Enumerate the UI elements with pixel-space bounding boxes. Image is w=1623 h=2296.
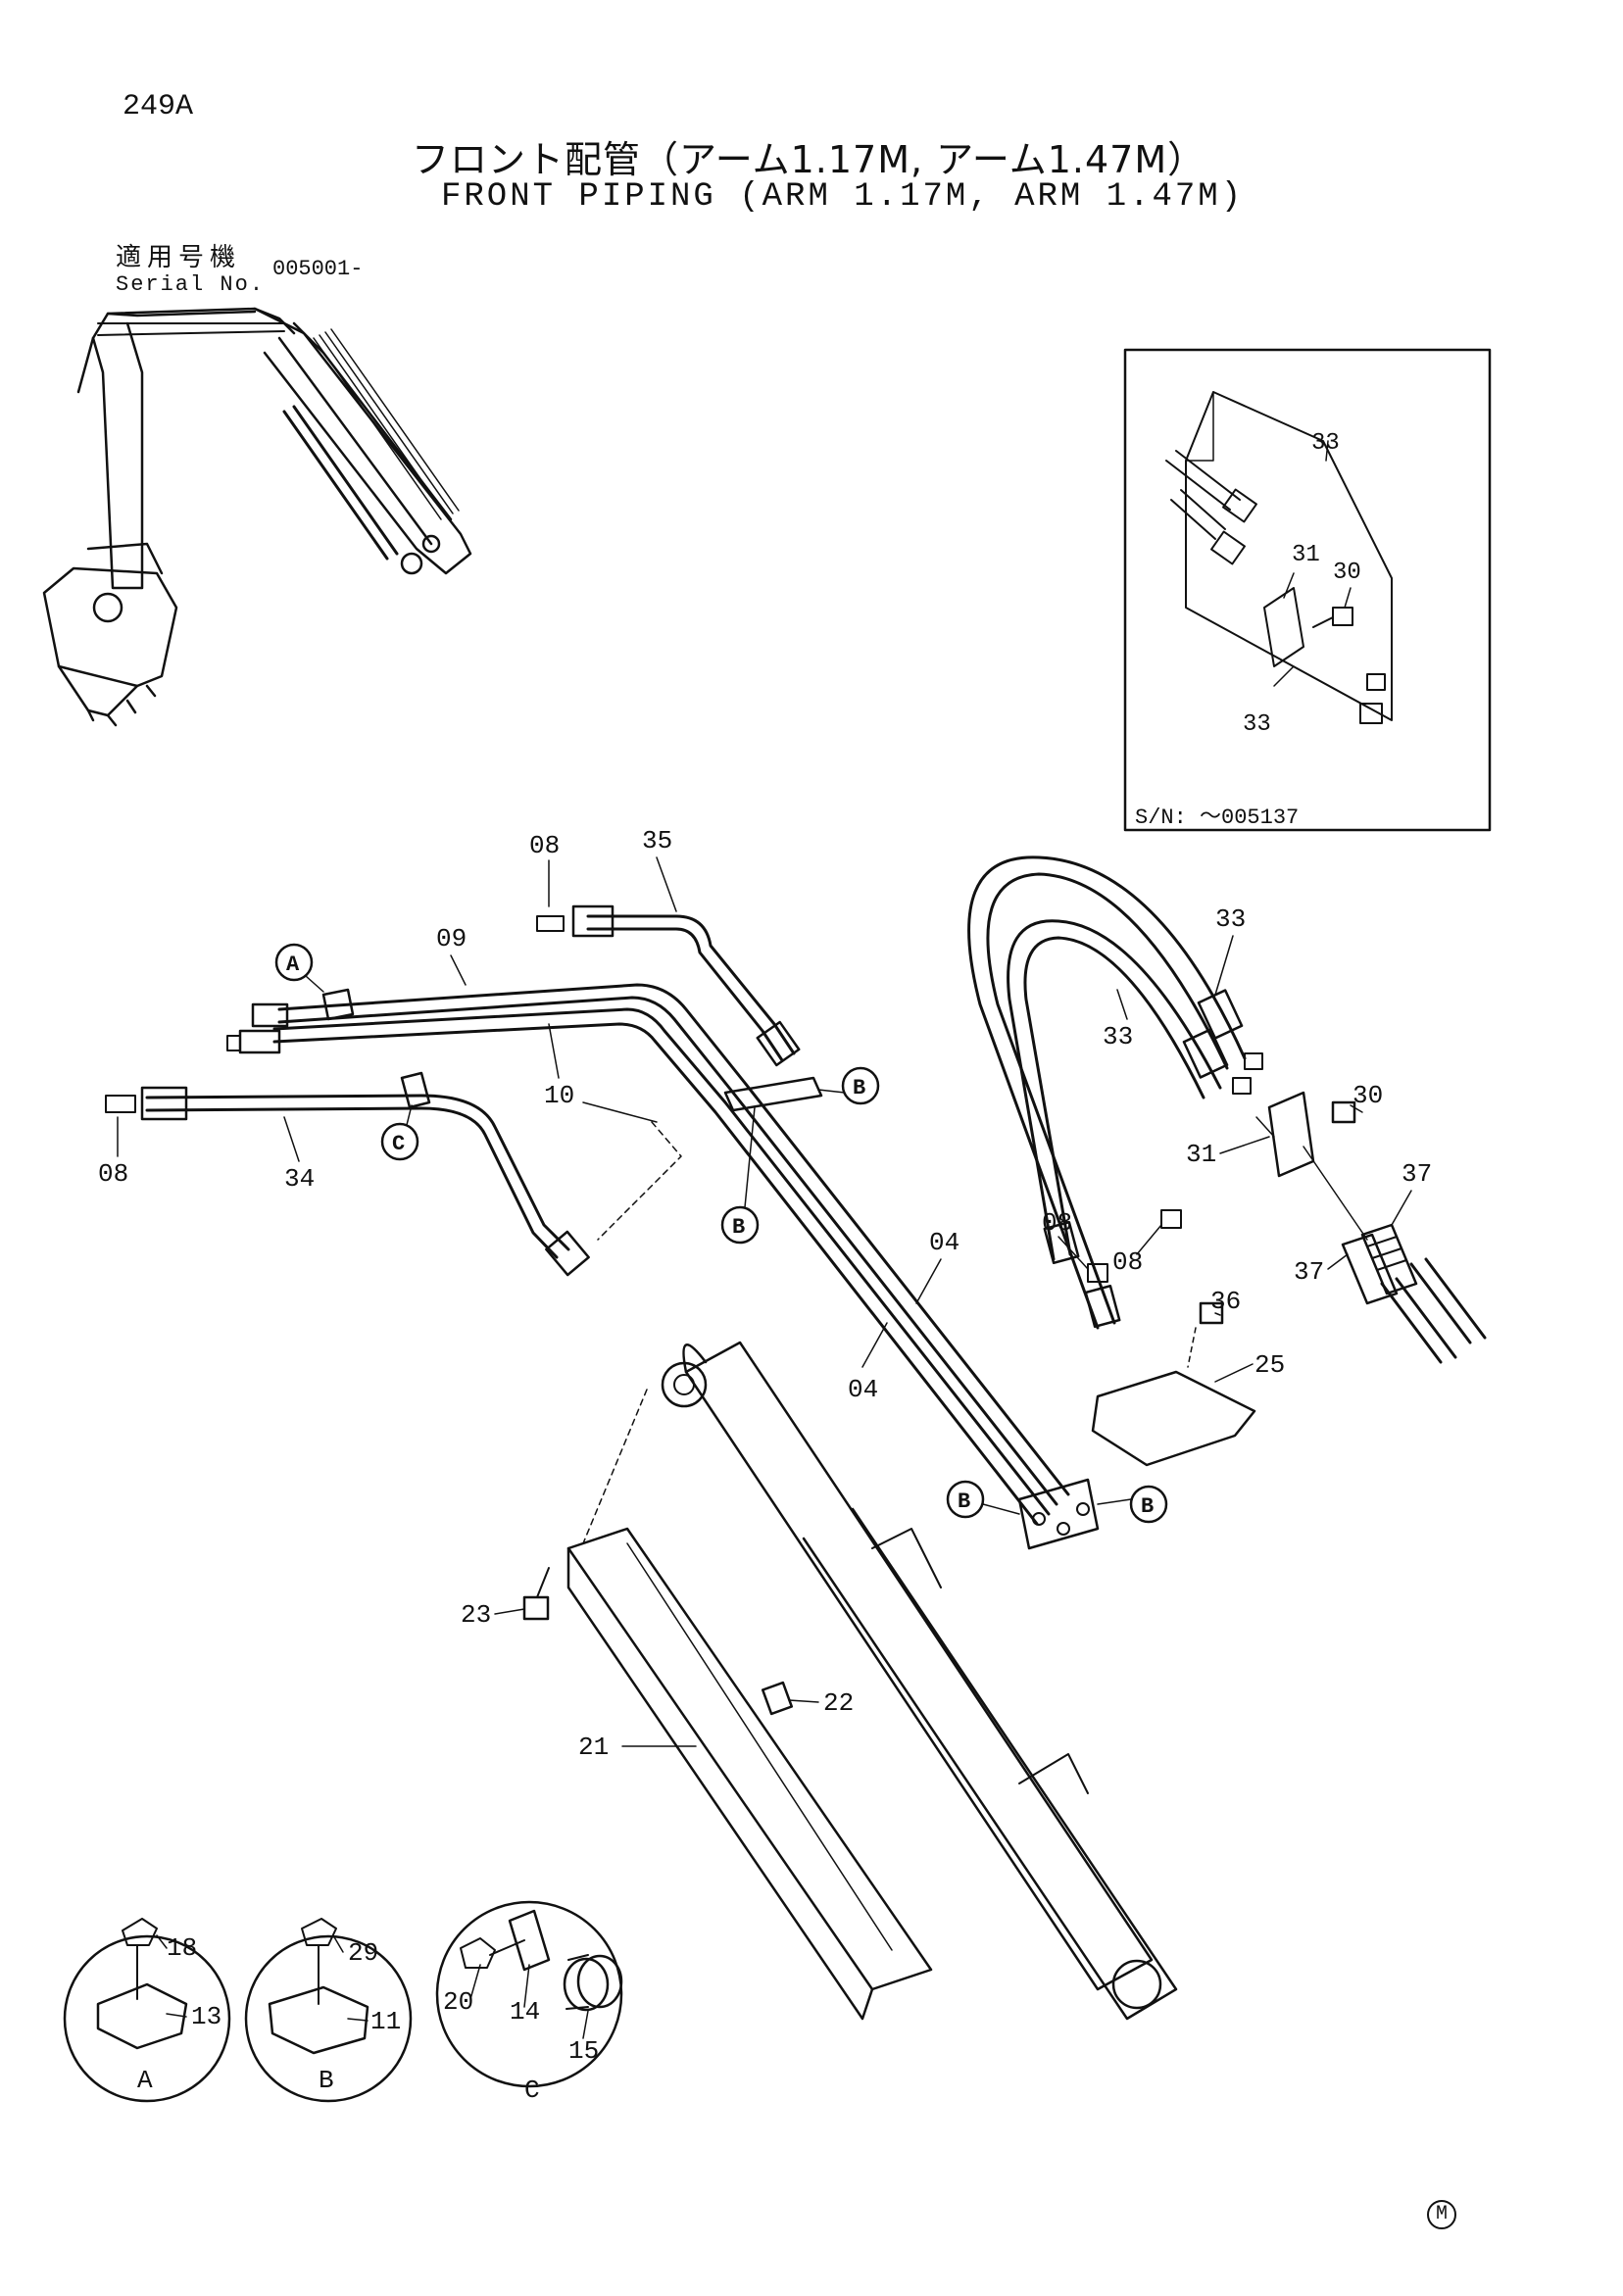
title-english: FRONT PIPING (ARM 1.17M, ARM 1.47M) xyxy=(441,178,1245,216)
label-37-a: 37 xyxy=(1402,1159,1432,1189)
serial-value: 005001- xyxy=(272,257,364,281)
inset-frame xyxy=(1123,348,1492,832)
label-04-b: 04 xyxy=(848,1375,878,1404)
detail-circle-a xyxy=(63,1934,231,2103)
part-labels: 08 35 09 10 08 34 33 33 30 31 37 37 08 0… xyxy=(98,826,1432,2105)
label-20: 20 xyxy=(443,1987,473,2017)
label-33-b: 33 xyxy=(1103,1022,1133,1051)
label-08-c: 08 xyxy=(1042,1208,1072,1238)
label-18: 18 xyxy=(167,1933,197,1963)
callout-b-circle-4 xyxy=(1129,1485,1168,1524)
inset-detail: 33 31 30 33 xyxy=(1123,348,1492,832)
label-37-b: 37 xyxy=(1294,1257,1324,1287)
label-35: 35 xyxy=(642,826,672,855)
serial-label-english: Serial No. xyxy=(116,272,266,297)
fitting-35 xyxy=(571,904,615,938)
detail-views xyxy=(63,1900,623,2103)
excavator-overview xyxy=(42,307,472,727)
inset-label-30: 30 xyxy=(1333,560,1361,586)
label-10: 10 xyxy=(544,1081,574,1110)
inset-label-33-bottom: 33 xyxy=(1243,711,1271,738)
detail-label-a: A xyxy=(137,2066,153,2095)
callout-b-circle-3 xyxy=(946,1480,985,1519)
fitting-34 xyxy=(140,1086,188,1121)
callout-a-circle xyxy=(274,943,314,982)
inset-label-33-top: 33 xyxy=(1311,430,1340,457)
callout-c-circle xyxy=(380,1122,419,1161)
callout-markers xyxy=(274,943,1168,1524)
fitting-08-left xyxy=(105,1095,136,1113)
callout-b-4: B xyxy=(1141,1494,1154,1519)
label-11: 11 xyxy=(370,2007,401,2036)
detail-circle-b xyxy=(244,1934,413,2103)
footer-mark: M xyxy=(1427,2200,1456,2229)
label-29: 29 xyxy=(348,1938,378,1968)
label-15: 15 xyxy=(568,2036,599,2066)
label-30: 30 xyxy=(1352,1081,1383,1110)
inset-serial-note: S/N: ～005137 xyxy=(1135,806,1300,830)
inset-label-31: 31 xyxy=(1292,542,1320,568)
pipe-assembly xyxy=(105,855,1487,1550)
callout-b-1: B xyxy=(853,1076,865,1100)
label-31: 31 xyxy=(1186,1140,1216,1169)
callout-a: A xyxy=(286,953,300,977)
callout-c: C xyxy=(392,1132,405,1156)
title-japanese: フロント配管（アーム1.17M, アーム1.47M） xyxy=(412,138,1206,181)
detail-label-b: B xyxy=(319,2066,334,2095)
label-22: 22 xyxy=(823,1688,854,1718)
detail-label-c: C xyxy=(524,2076,540,2105)
callout-b-3: B xyxy=(958,1490,970,1514)
fitting-08-top xyxy=(536,915,565,932)
serial-label-japanese: 適用号機 xyxy=(116,243,242,272)
callout-b-circle-2 xyxy=(720,1205,760,1245)
label-08-top: 08 xyxy=(529,831,560,860)
label-34: 34 xyxy=(284,1164,315,1194)
label-33-a: 33 xyxy=(1215,904,1246,934)
label-13: 13 xyxy=(191,2002,221,2031)
label-04-a: 04 xyxy=(929,1228,959,1257)
callout-letters: A C B B B B xyxy=(286,953,1154,1519)
label-36: 36 xyxy=(1210,1287,1241,1316)
cylinder-assembly xyxy=(522,1341,1178,2021)
label-08-left: 08 xyxy=(98,1159,128,1189)
label-23: 23 xyxy=(461,1600,491,1630)
callout-b-circle-1 xyxy=(841,1066,880,1105)
leader-lines xyxy=(117,856,1412,2039)
callout-b-2: B xyxy=(732,1215,745,1240)
label-09: 09 xyxy=(436,924,467,953)
detail-circle-c xyxy=(435,1900,623,2088)
label-25: 25 xyxy=(1254,1350,1285,1380)
label-21: 21 xyxy=(578,1733,609,1762)
page-number: 249A xyxy=(123,90,194,123)
